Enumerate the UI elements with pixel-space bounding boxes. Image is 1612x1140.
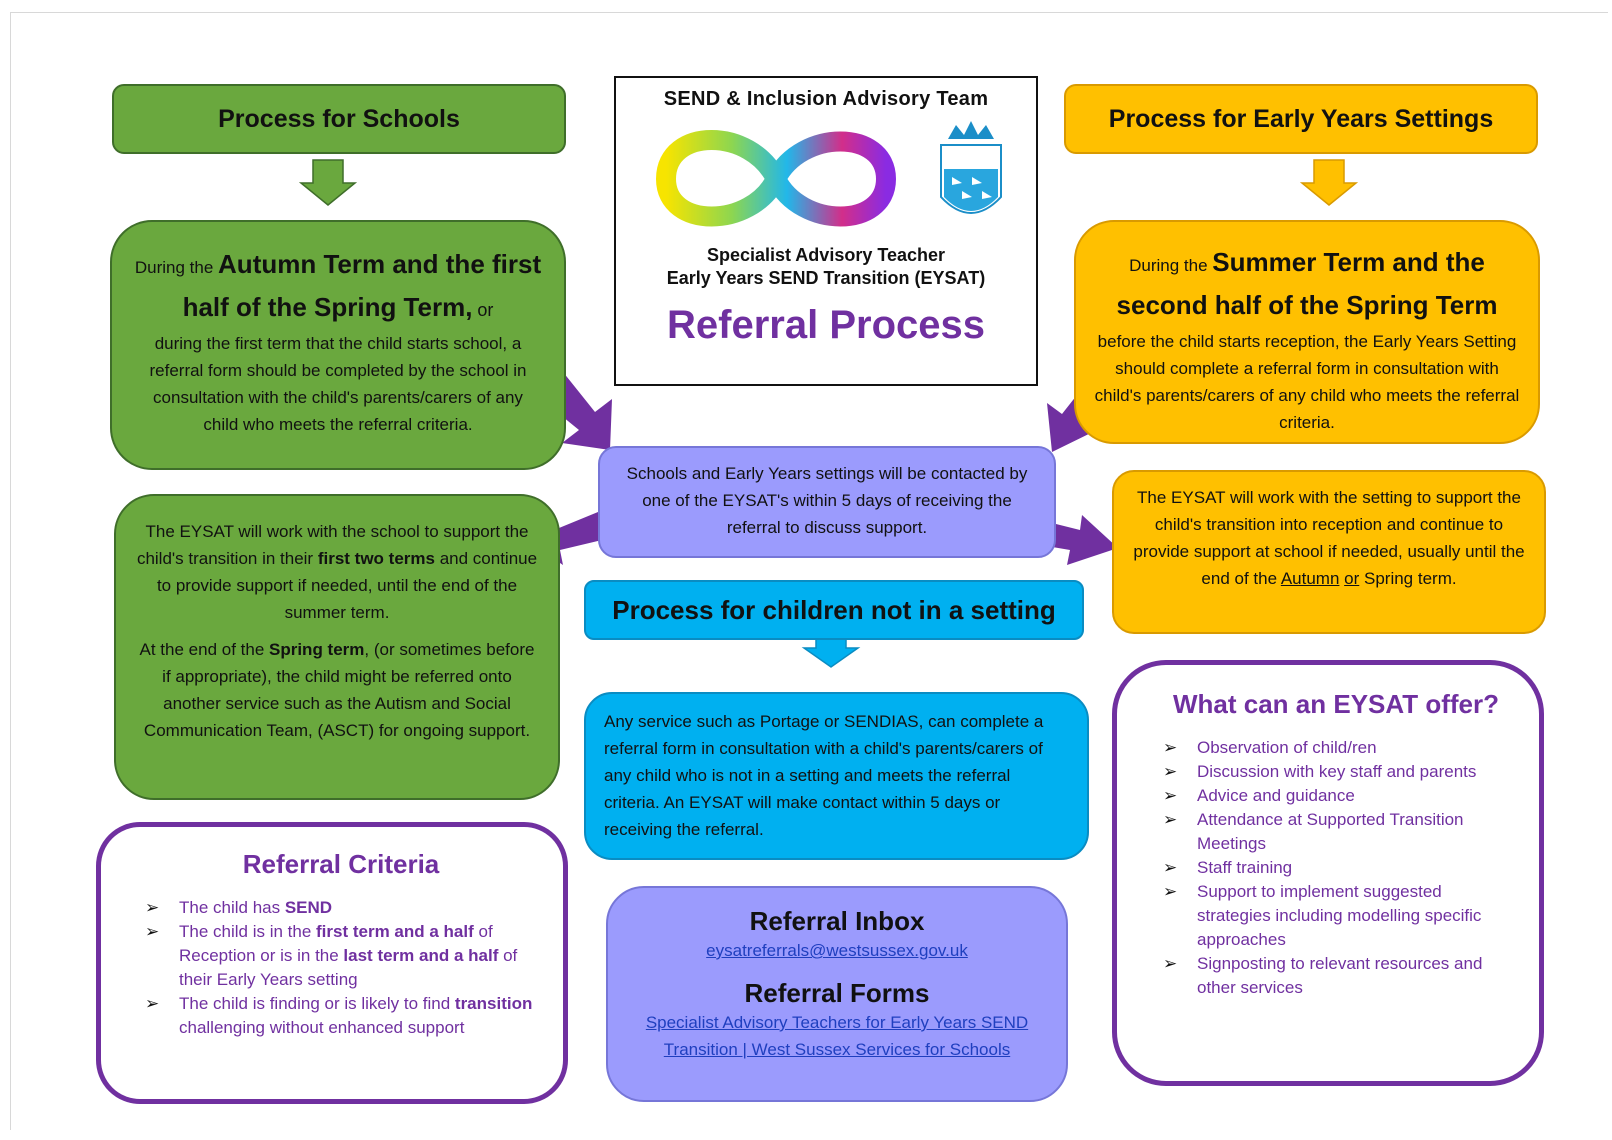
eysat-offer-list: ➢Observation of child/ren➢Discussion wit…: [1163, 736, 1509, 1000]
ey-desc-emph: Summer Term and the second half of the S…: [1116, 247, 1498, 320]
offer-item: ➢Signposting to relevant resources and o…: [1163, 954, 1483, 997]
not-in-setting-text: Any service such as Portage or SENDIAS, …: [604, 712, 1044, 839]
amber-down-arrow: [1299, 159, 1359, 206]
chevron-bullet-icon: ➢: [1163, 882, 1178, 901]
schools-description-box: During the Autumn Term and the first hal…: [110, 220, 566, 470]
offer-item: ➢Advice and guidance: [1163, 784, 1509, 808]
chevron-bullet-icon: ➢: [145, 994, 160, 1013]
ey-support-text: The EYSAT will work with the setting to …: [1133, 488, 1525, 588]
early-years-support-box: The EYSAT will work with the setting to …: [1112, 470, 1546, 634]
ey-desc-rest: before the child starts reception, the E…: [1094, 332, 1520, 432]
criteria-item: ➢The child has SEND: [145, 896, 537, 920]
referral-criteria-box: Referral Criteria ➢The child has SEND ➢T…: [96, 822, 568, 1104]
early-years-description-box: During the Summer Term and the second ha…: [1074, 220, 1540, 444]
offer-item: ➢Attendance at Supported Transition Meet…: [1163, 810, 1464, 853]
schools-desc-emph: Autumn Term and the first half of the Sp…: [182, 249, 542, 322]
ey-desc-prefix: During the: [1129, 256, 1213, 275]
infinity-logo-icon: [655, 130, 897, 227]
chevron-bullet-icon: ➢: [1163, 810, 1178, 829]
chevron-bullet-icon: ➢: [145, 922, 160, 941]
not-in-setting-header-label: Process for children not in a setting: [612, 594, 1056, 625]
eysat-offer-title: What can an EYSAT offer?: [1173, 689, 1499, 719]
page-frame: [10, 12, 1608, 1130]
contact-text: Schools and Early Years settings will be…: [626, 464, 1028, 537]
schools-support-p2: At the end of the Spring term, (or somet…: [139, 640, 535, 740]
team-title: SEND & Inclusion Advisory Team: [663, 88, 989, 110]
chevron-bullet-icon: ➢: [1163, 762, 1178, 781]
referral-forms-title: Referral Forms: [744, 978, 930, 1008]
schools-support-box: The EYSAT will work with the school to s…: [114, 494, 560, 800]
contact-box: Schools and Early Years settings will be…: [598, 446, 1056, 558]
referral-criteria-title: Referral Criteria: [242, 849, 440, 879]
schools-desc-rest: during the first term that the child sta…: [149, 334, 527, 434]
logo-box: SEND & Inclusion Advisory Team Specialis…: [614, 76, 1038, 386]
schools-header: Process for Schools: [112, 84, 566, 154]
referral-inbox-box: Referral Inbox eysatreferrals@westsussex…: [606, 886, 1068, 1102]
schools-header-label: Process for Schools: [218, 104, 460, 133]
referral-process-title: Referral Process: [667, 303, 985, 347]
offer-item: ➢Discussion with key staff and parents: [1163, 760, 1509, 784]
role-line-2: Early Years SEND Transition (EYSAT): [666, 268, 986, 288]
early-years-header: Process for Early Years Settings: [1064, 84, 1538, 154]
schools-desc-or: or: [472, 300, 494, 320]
chevron-bullet-icon: ➢: [1163, 858, 1178, 877]
referral-criteria-list: ➢The child has SEND ➢The child is in the…: [145, 896, 537, 1040]
chevron-bullet-icon: ➢: [1163, 954, 1178, 973]
offer-item: ➢Observation of child/ren: [1163, 736, 1509, 760]
not-in-setting-header: Process for children not in a setting: [584, 580, 1084, 640]
eysat-offer-box: What can an EYSAT offer? ➢Observation of…: [1112, 660, 1544, 1086]
early-years-header-label: Process for Early Years Settings: [1108, 104, 1494, 133]
referral-inbox-title: Referral Inbox: [749, 906, 925, 936]
green-down-arrow: [298, 159, 358, 206]
logo-art: [655, 121, 1002, 227]
offer-item: ➢Staff training: [1163, 856, 1509, 880]
role-line-1: Specialist Advisory Teacher: [706, 245, 946, 265]
not-in-setting-box: Any service such as Portage or SENDIAS, …: [584, 692, 1089, 860]
criteria-item: ➢The child is finding or is likely to fi…: [145, 994, 533, 1037]
chevron-bullet-icon: ➢: [145, 898, 160, 917]
referral-inbox-email-link[interactable]: eysatreferrals@westsussex.gov.uk: [706, 941, 968, 960]
criteria-item: ➢The child is in the first term and a ha…: [145, 922, 518, 989]
chevron-bullet-icon: ➢: [1163, 738, 1178, 757]
schools-support-p1: The EYSAT will work with the school to s…: [136, 522, 538, 622]
offer-item: ➢Support to implement suggested strategi…: [1163, 882, 1482, 949]
schools-desc-prefix: During the: [134, 258, 219, 277]
chevron-bullet-icon: ➢: [1163, 786, 1178, 805]
referral-forms-link[interactable]: Specialist Advisory Teachers for Early Y…: [645, 1013, 1029, 1059]
county-crest-icon: [940, 121, 1002, 214]
